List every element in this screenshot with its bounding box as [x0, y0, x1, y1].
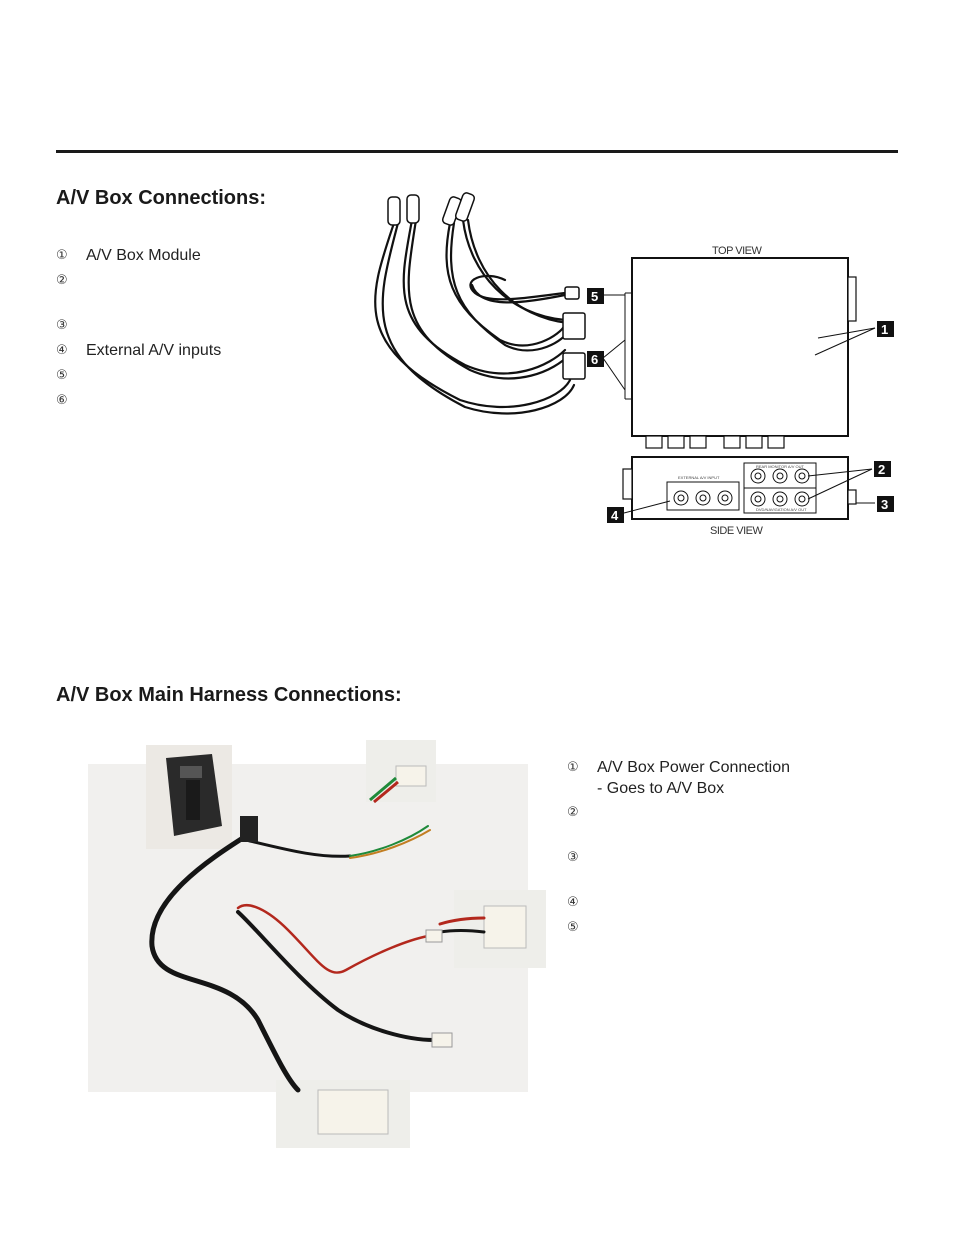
plug-connector	[395, 765, 427, 787]
callout-leader	[817, 327, 876, 339]
list-item: ②	[56, 270, 221, 315]
relay-connector	[166, 754, 222, 836]
item-number: ③	[56, 318, 68, 333]
svg-text:1: 1	[881, 322, 888, 337]
list-item: ⑤	[56, 365, 221, 390]
callout-3: 3	[877, 496, 894, 512]
section-title-av-box-connections: A/V Box Connections:	[56, 187, 267, 209]
side-tab	[622, 468, 633, 500]
item-number: ③	[567, 850, 579, 865]
header-rule	[56, 150, 898, 153]
wire-red	[373, 780, 399, 804]
item-number: ⑤	[56, 368, 68, 383]
callout-4: 4	[607, 507, 624, 523]
input-jack-panel	[666, 481, 740, 511]
callout-6: 6	[587, 351, 604, 367]
item-number: ④	[567, 895, 579, 910]
harness-connections-list: ① A/V Box Power Connection - Goes to A/V…	[567, 757, 790, 942]
list-item: ① A/V Box Power Connection - Goes to A/V…	[567, 757, 790, 802]
harness-photo	[88, 740, 546, 1148]
large-connector	[483, 905, 527, 949]
item-subtext: - Goes to A/V Box	[597, 780, 725, 797]
av-box-connections-list: ① A/V Box Module ② ③ ④ External A/V inputs…	[56, 245, 221, 415]
small-connector	[431, 1032, 453, 1048]
jack-caption: EXTERNAL A/V INPUT	[678, 475, 720, 480]
side-view-label: SIDE VIEW	[710, 525, 763, 537]
callout-leader	[623, 500, 671, 514]
section-title-main-harness: A/V Box Main Harness Connections:	[56, 684, 402, 706]
jack-caption: DVD/NAVIGATION A/V OUT	[756, 507, 807, 512]
side-tab	[847, 489, 857, 505]
list-item: ②	[567, 802, 790, 847]
item-number: ①	[56, 248, 68, 263]
jack-caption: REAR MONITOR A/V OUT	[756, 464, 804, 469]
item-text: A/V Box Power Connection	[597, 759, 790, 776]
rca-jacks	[673, 468, 810, 507]
top-view-label: TOP VIEW	[712, 245, 763, 257]
svg-text:2: 2	[878, 462, 885, 477]
wire-green	[369, 776, 397, 802]
top-view-box	[631, 257, 849, 437]
svg-text:5: 5	[591, 289, 598, 304]
item-number: ④	[56, 343, 68, 358]
fuse-holder	[240, 816, 258, 842]
callout-leader	[814, 327, 876, 356]
side-tab	[847, 276, 857, 322]
item-number: ①	[567, 760, 579, 775]
harness-cables	[374, 218, 576, 415]
callout-5: 5	[587, 288, 604, 304]
small-connector	[425, 929, 443, 943]
list-item: ③	[567, 847, 790, 892]
svg-text:4: 4	[611, 508, 619, 523]
item-number: ②	[56, 273, 68, 288]
callout-1: 1	[877, 321, 894, 337]
connector-bracket	[602, 292, 632, 400]
bottom-tabs	[645, 435, 785, 449]
item-number: ②	[567, 805, 579, 820]
list-item: ③	[56, 315, 221, 340]
list-item: ④	[567, 892, 790, 917]
svg-text:3: 3	[881, 497, 888, 512]
callout-2: 2	[874, 461, 891, 477]
harness-wires	[149, 825, 486, 1093]
bottom-connector	[317, 1089, 389, 1135]
item-text: External A/V inputs	[86, 342, 222, 359]
svg-text:6: 6	[591, 352, 598, 367]
av-box-diagram: TOP VIEW EXTERNAL A/V INPUT REAR MONITOR…	[374, 192, 894, 537]
item-text: A/V Box Module	[86, 247, 201, 264]
list-item: ⑤	[567, 917, 790, 942]
list-item: ⑥	[56, 390, 221, 415]
list-item: ④ External A/V inputs	[56, 340, 221, 365]
rca-plugs	[387, 192, 586, 380]
list-item: ① A/V Box Module	[56, 245, 221, 270]
item-number: ⑤	[567, 920, 579, 935]
callout-leader	[807, 468, 873, 477]
callout-leader	[807, 468, 873, 500]
item-number: ⑥	[56, 393, 68, 408]
